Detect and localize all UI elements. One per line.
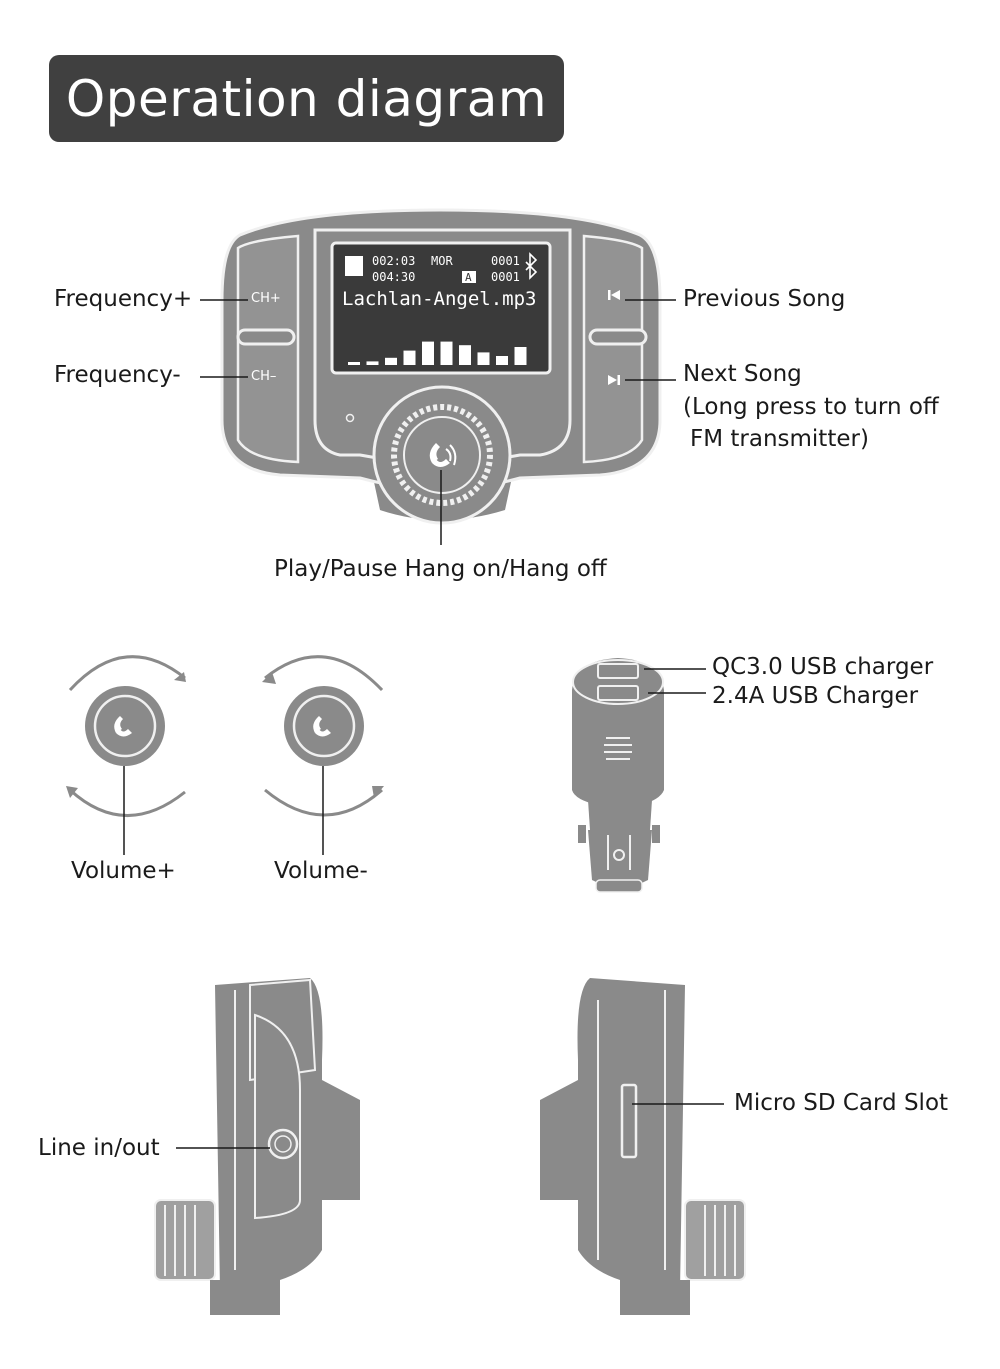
lcd-eq-badge: A bbox=[465, 271, 472, 284]
eq-bar bbox=[496, 356, 508, 365]
previous-song-label: Previous Song bbox=[683, 286, 846, 312]
car-charger-plug bbox=[572, 658, 664, 893]
ch-plus-label: CH+ bbox=[251, 291, 281, 306]
mic-hole-icon bbox=[345, 413, 355, 423]
eq-bar bbox=[477, 352, 490, 365]
eq-bar bbox=[459, 345, 471, 365]
eq-bar bbox=[366, 361, 379, 365]
phone-icon bbox=[114, 716, 132, 737]
eq-bar bbox=[385, 357, 397, 365]
frequency-minus-label: Frequency- bbox=[54, 362, 181, 388]
eq-bar bbox=[440, 341, 453, 365]
lcd-song: Lachlan-Angel.mp3 bbox=[342, 288, 536, 310]
lcd-time-elapsed: 002:03 bbox=[372, 254, 415, 268]
lcd-eq-bars bbox=[348, 341, 527, 365]
next-song-label: Next Song bbox=[683, 361, 802, 387]
next-song-note-2: FM transmitter) bbox=[690, 426, 869, 452]
qc-usb-label: QC3.0 USB charger bbox=[712, 654, 934, 680]
volume-minus-label: Volume- bbox=[274, 858, 368, 884]
micro-sd-label: Micro SD Card Slot bbox=[734, 1090, 949, 1116]
volume-plus-diagram bbox=[66, 655, 186, 855]
next-song-note-1: (Long press to turn off bbox=[683, 394, 939, 420]
usb-port-24a bbox=[597, 685, 639, 701]
device-left-side bbox=[154, 978, 360, 1315]
volume-minus-diagram bbox=[262, 655, 384, 855]
eq-bar bbox=[403, 350, 416, 365]
phone-icon bbox=[313, 716, 331, 737]
eq-bar bbox=[348, 362, 360, 365]
usb-24a-label: 2.4A USB Charger bbox=[712, 683, 919, 709]
eq-bar bbox=[422, 341, 434, 365]
phone-icon bbox=[429, 443, 457, 467]
leader-lines bbox=[200, 299, 676, 545]
lcd-screen bbox=[330, 241, 552, 375]
ch-minus-label: CH– bbox=[251, 369, 277, 384]
previous-icon bbox=[608, 290, 620, 300]
title-banner: Operation diagram bbox=[49, 55, 564, 142]
lcd-track-b: 0001 bbox=[491, 270, 520, 284]
usb-port-qc bbox=[597, 663, 639, 679]
eq-bar bbox=[514, 347, 527, 365]
bluetooth-icon bbox=[525, 252, 538, 280]
sd-slot bbox=[620, 1083, 638, 1159]
line-in-out-label: Line in/out bbox=[38, 1135, 160, 1161]
next-icon bbox=[608, 375, 620, 385]
lcd-time-total: 004:30 bbox=[372, 270, 415, 284]
sd-card-icon bbox=[345, 256, 363, 276]
lcd-mode: MOR bbox=[431, 254, 453, 268]
device-right-side bbox=[540, 978, 746, 1315]
play-pause-label: Play/Pause Hang on/Hang off bbox=[274, 556, 607, 582]
page-title: Operation diagram bbox=[65, 69, 548, 128]
frequency-plus-label: Frequency+ bbox=[54, 286, 193, 312]
volume-plus-label: Volume+ bbox=[71, 858, 176, 884]
lcd-track-a: 0001 bbox=[491, 254, 520, 268]
